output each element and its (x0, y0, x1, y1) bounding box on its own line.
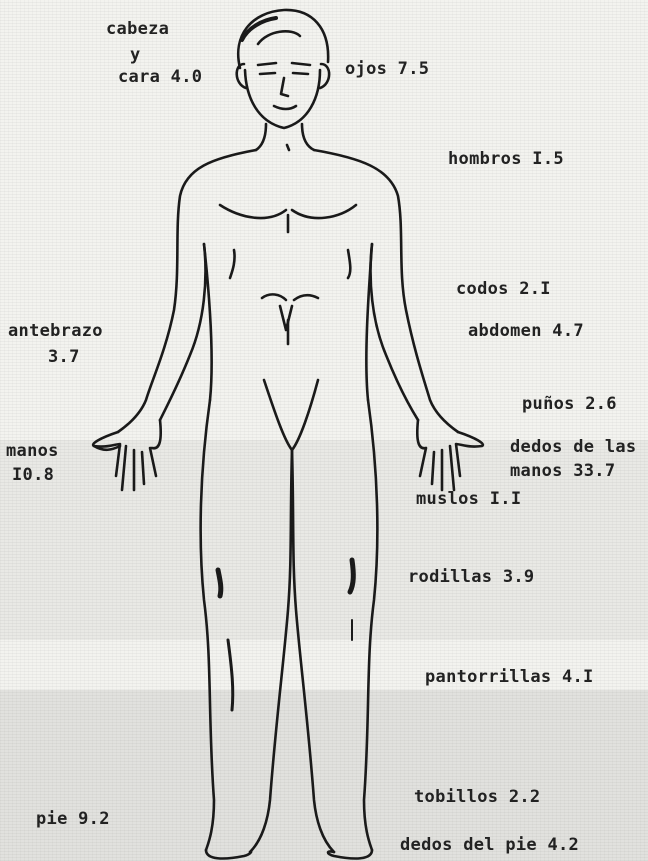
label-cabeza-line3: cara 4.0 (118, 66, 202, 88)
label-antebrazo-line1: antebrazo (8, 320, 103, 342)
abs-line-2 (294, 295, 318, 300)
label-hombros: hombros I.5 (448, 148, 564, 170)
label-dedos-manos-line2: manos 33.7 (510, 460, 615, 482)
label-dedos-pie: dedos del pie 4.2 (400, 834, 579, 856)
face-outline (245, 70, 320, 128)
knee-left-shade (218, 570, 221, 596)
eyebrow-left (258, 63, 276, 65)
eye-right (293, 73, 308, 74)
label-dedos-manos-line1: dedos de las (510, 436, 636, 458)
chest-right (292, 205, 356, 218)
label-pantorrillas: pantorrillas 4.I (425, 666, 594, 688)
label-cabeza-line2: y (130, 44, 141, 66)
mouth (274, 106, 296, 109)
knee-right-shade (350, 560, 353, 592)
label-abdomen: abdomen 4.7 (468, 320, 584, 342)
label-ojos: ojos 7.5 (345, 58, 429, 80)
label-rodillas: rodillas 3.9 (408, 566, 534, 588)
label-muslos: muslos I.I (416, 488, 521, 510)
waist-right (366, 244, 372, 400)
left-leg-inner (250, 450, 292, 852)
ribs-right (348, 250, 350, 278)
left-foot (206, 850, 251, 858)
hair-part (258, 31, 300, 44)
abs-line-1 (262, 294, 286, 300)
right-leg-inner (292, 450, 334, 852)
ribs-left (230, 250, 235, 278)
label-pie: pie 9.2 (36, 808, 110, 830)
right-leg-outer (364, 400, 377, 850)
eyebrow-right (292, 63, 310, 65)
neck-mark (287, 145, 289, 150)
label-manos-line1: manos (6, 440, 59, 462)
nose (281, 78, 288, 96)
neck-left (256, 124, 266, 150)
label-cabeza-line1: cabeza (106, 18, 169, 40)
label-antebrazo-line2: 3.7 (48, 346, 80, 368)
ear-right (320, 64, 329, 88)
chest-left (220, 205, 286, 218)
right-foot (328, 850, 372, 858)
abs-center (280, 306, 292, 330)
left-arm-inner (160, 244, 205, 420)
label-codos: codos 2.I (456, 278, 551, 300)
right-shoulder-arm-outer (314, 150, 458, 432)
eye-left (260, 73, 275, 74)
label-manos-line2: I0.8 (12, 464, 54, 486)
left-hand (93, 420, 161, 490)
label-tobillos: tobillos 2.2 (414, 786, 540, 808)
label-punos: puños 2.6 (522, 393, 617, 415)
waist-left (204, 244, 212, 400)
hair-outline (238, 10, 328, 68)
neck-right (302, 124, 314, 150)
left-shoulder-arm-outer (118, 150, 256, 432)
right-hand (417, 420, 483, 490)
groin (264, 380, 318, 450)
left-leg-outer (201, 400, 214, 850)
calf-left-shade (228, 640, 233, 710)
